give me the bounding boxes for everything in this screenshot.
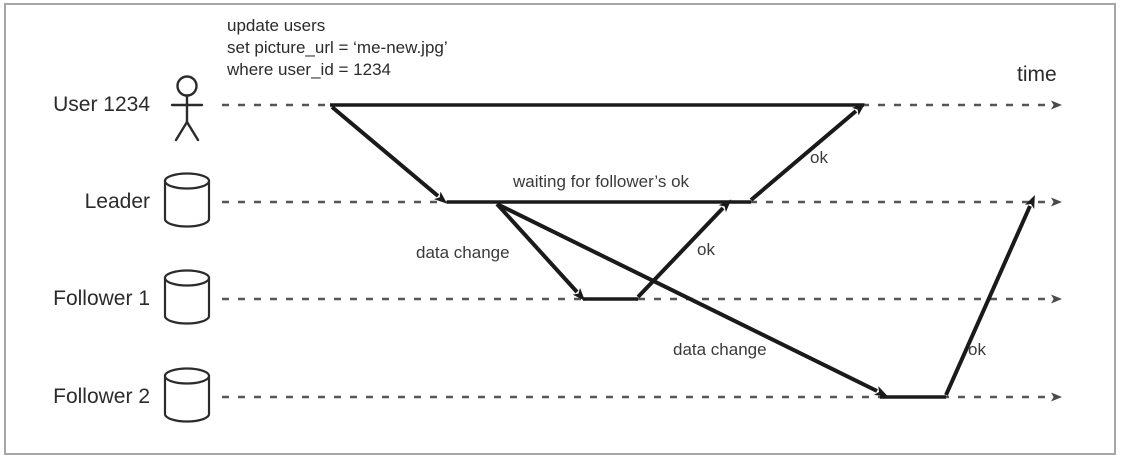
database-cylinder-icon-follower1 xyxy=(163,269,211,325)
sql-line-3: where user_id = 1234 xyxy=(227,60,391,79)
participant-label-follower2: Follower 2 xyxy=(53,385,150,408)
message-arrow-data-change-leader-to-follower2 xyxy=(496,202,888,397)
message-arrow-data-change-leader-to-follower1 xyxy=(495,202,586,301)
message-label-waiting-for-follower-ok: waiting for follower’s ok xyxy=(513,172,690,191)
sql-line-2: set picture_url = ‘me-new.jpg’ xyxy=(227,38,448,57)
time-axis-label: time xyxy=(1017,63,1057,86)
message-label-data-change-follower1: data change xyxy=(416,243,510,262)
sql-line-1: update users xyxy=(227,16,326,35)
participant-label-follower1: Follower 1 xyxy=(53,287,150,310)
message-label-ok-follower1-to-leader: ok xyxy=(697,240,715,259)
participant-label-user: User 1234 xyxy=(53,93,150,116)
database-cylinder-icon-leader xyxy=(163,172,211,228)
database-cylinder-icon-follower2 xyxy=(163,367,211,423)
stick-figure-icon xyxy=(170,75,204,142)
message-arrow-update-user-to-leader xyxy=(330,105,448,204)
message-arrow-ok-follower1-to-leader xyxy=(636,199,732,299)
sql-statement-note: update users set picture_url = ‘me-new.j… xyxy=(227,15,448,81)
participant-label-leader: Leader xyxy=(84,190,150,213)
message-arrow-ok-leader-to-user xyxy=(749,103,866,202)
message-arrow-ok-follower2 xyxy=(944,195,1035,396)
message-label-data-change-follower2: data change xyxy=(673,340,767,359)
message-label-ok-leader-to-user: ok xyxy=(810,148,828,167)
message-label-ok-follower2: ok xyxy=(968,340,986,359)
